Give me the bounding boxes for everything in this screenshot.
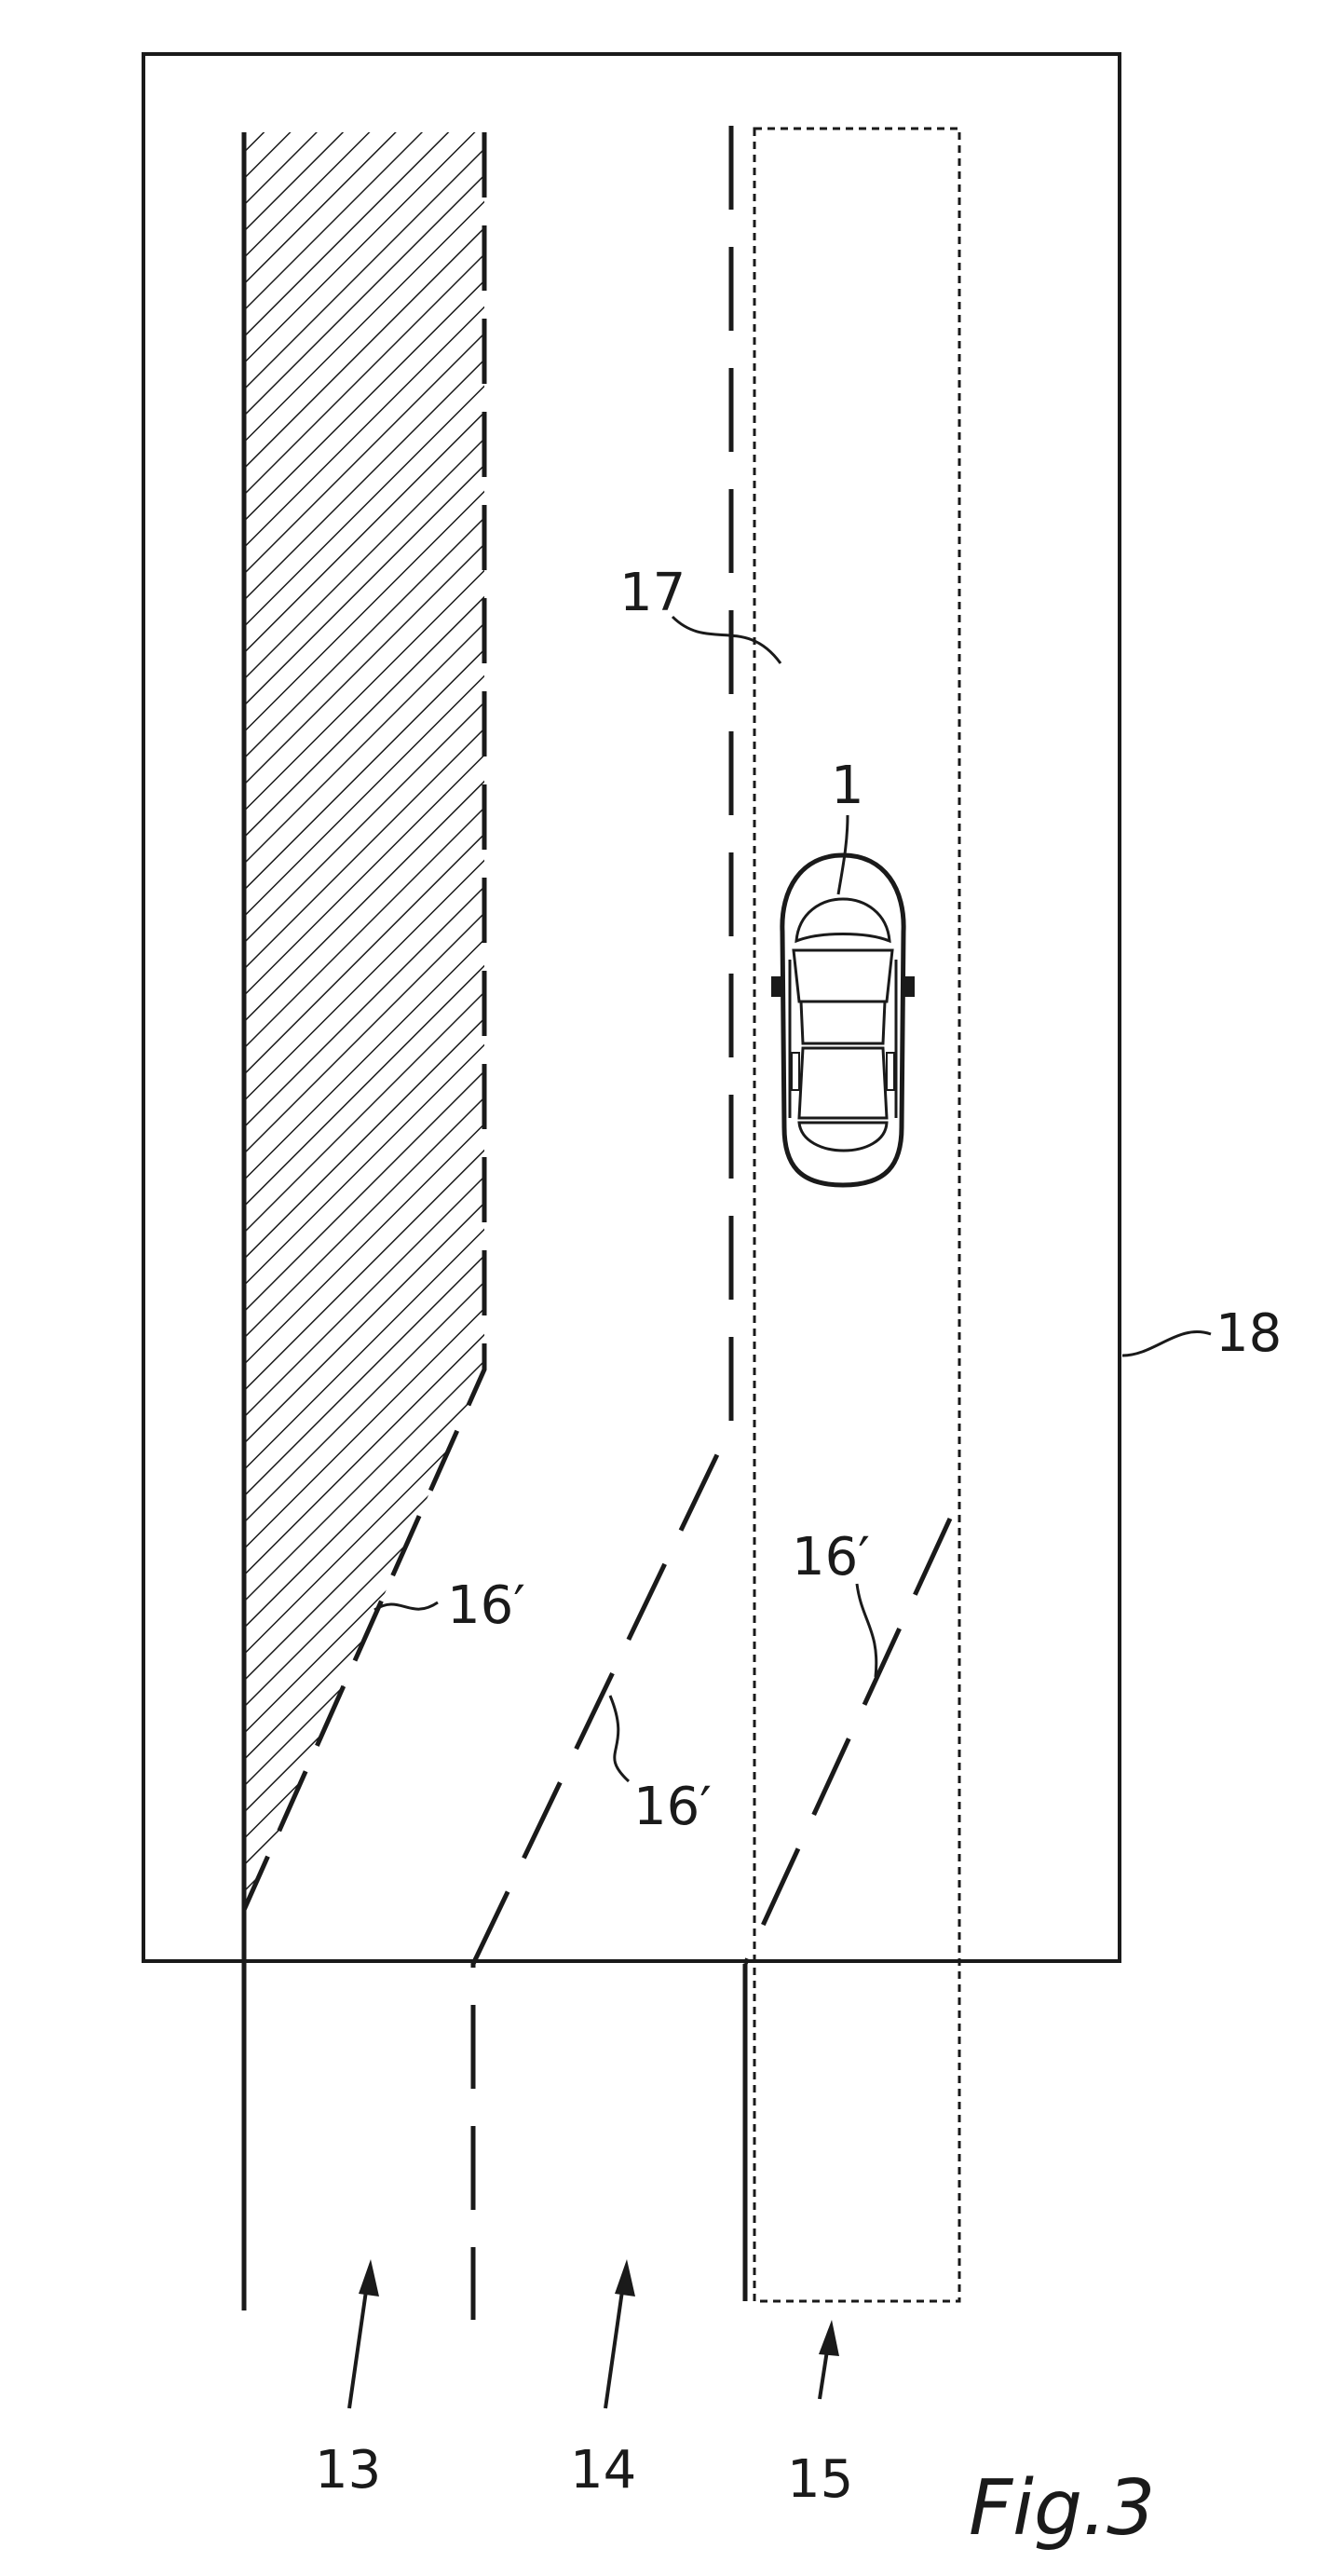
leader-17 (671, 615, 782, 664)
leader-16-c (855, 1583, 878, 1678)
label-16-c: 16′ (792, 1527, 870, 1588)
figure-caption: Fig.3 (969, 2464, 1155, 2553)
hatched-region (244, 132, 484, 1910)
label-16-b: 16′ (633, 1777, 712, 1837)
label-15: 15 (787, 2449, 853, 2510)
right-dashed-marking (742, 1517, 953, 1966)
arrow-15 (818, 2320, 839, 2400)
vehicle (771, 852, 915, 1188)
arrow-14 (604, 2259, 635, 2409)
arrow-13 (347, 2259, 379, 2409)
leader-16-a (373, 1601, 439, 1612)
hatch-dashed-edge (241, 132, 487, 1912)
label-16-a: 16′ (447, 1575, 525, 1636)
label-17: 17 (619, 563, 686, 623)
label-18: 18 (1216, 1303, 1282, 1364)
label-14: 14 (570, 2440, 636, 2501)
label-13: 13 (315, 2440, 381, 2501)
leader-1 (836, 814, 849, 895)
lane-line-17 (470, 126, 734, 2320)
label-1: 1 (831, 756, 864, 816)
leader-18 (1121, 1330, 1212, 1357)
leader-16-b (608, 1695, 631, 1783)
area-boundary (142, 52, 1121, 1963)
lane-15-region (753, 127, 961, 2303)
